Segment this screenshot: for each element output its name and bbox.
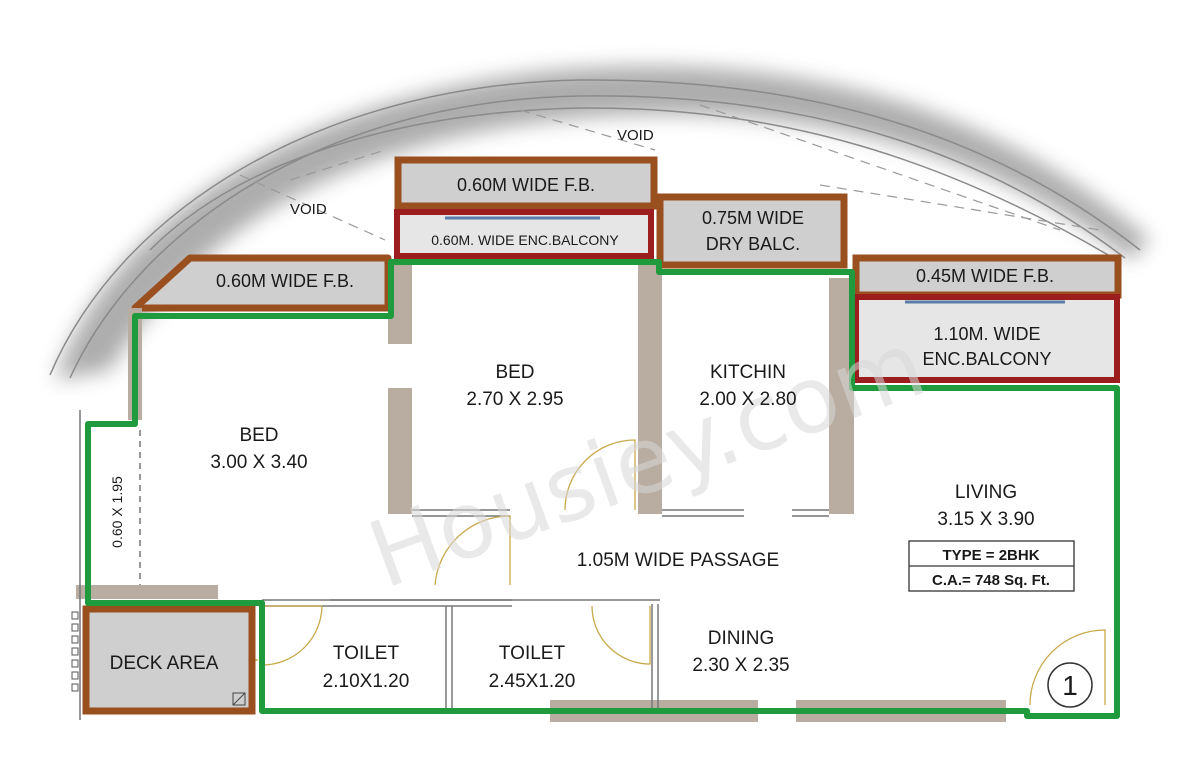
right-enc-balcony-line1: 1.10M. WIDE	[933, 324, 1040, 344]
void-dash	[239, 104, 1101, 241]
toilet-2-size: 2.45X1.20	[489, 671, 576, 692]
void-label-top: VOID	[617, 127, 654, 144]
top-enc-balcony	[394, 209, 654, 259]
dry-balcony	[656, 193, 848, 269]
bed-center-name: BED	[495, 362, 534, 383]
void-label-left: VOID	[290, 201, 327, 218]
toilet-1-name: TOILET	[333, 643, 400, 664]
info-type: TYPE = 2BHK	[942, 547, 1039, 564]
right-fb-label: 0.45M WIDE F.B.	[916, 266, 1054, 286]
right-enc-balcony-line2: ENC.BALCONY	[922, 349, 1051, 369]
kitchen-size: 2.00 X 2.80	[699, 389, 796, 410]
building-curve	[49, 79, 1141, 379]
dry-balcony-line2: DRY BALC.	[706, 234, 800, 254]
unit-number-circle	[1047, 662, 1093, 708]
dining-name: DINING	[708, 628, 775, 649]
top-enc-balcony-label: 0.60M. WIDE ENC.BALCONY	[431, 232, 619, 248]
deck-drain	[232, 692, 246, 706]
right-fb	[852, 254, 1122, 299]
living-size: 3.15 X 3.90	[937, 509, 1034, 530]
left-fb	[131, 254, 392, 312]
deck-area	[82, 605, 256, 715]
toilet-1-size: 2.10X1.20	[323, 671, 410, 692]
bed-center-size: 2.70 X 2.95	[466, 389, 563, 410]
deck-area-label: DECK AREA	[110, 653, 219, 674]
dining-size: 2.30 X 2.35	[692, 655, 789, 676]
toilet-2-name: TOILET	[499, 643, 566, 664]
right-enc-balcony	[853, 294, 1120, 383]
deck-drain-mark	[232, 692, 246, 706]
side-ledge-label: 0.60 X 1.95	[109, 476, 125, 548]
info-box: TYPE = 2BHK C.A.= 748 Sq. Ft.	[908, 540, 1075, 592]
info-carpet-area: C.A.= 748 Sq. Ft.	[932, 572, 1050, 589]
top-fb	[394, 156, 658, 210]
bed-left-size: 3.00 X 3.40	[210, 452, 307, 473]
living-name: LIVING	[955, 482, 1017, 503]
passage-label: 1.05M WIDE PASSAGE	[577, 550, 779, 571]
bed-left-name: BED	[239, 425, 278, 446]
unit-number: 1	[1062, 670, 1078, 701]
left-fb-label: 0.60M WIDE F.B.	[216, 271, 354, 291]
top-fb-label: 0.60M WIDE F.B.	[457, 175, 595, 195]
kitchen-name: KITCHIN	[710, 362, 786, 383]
dry-balcony-line1: 0.75M WIDE	[702, 208, 804, 228]
deck-railing	[71, 611, 79, 692]
carpet-outline	[85, 259, 1120, 719]
walls	[76, 262, 1006, 722]
backdrop-smudge	[55, 66, 1150, 381]
